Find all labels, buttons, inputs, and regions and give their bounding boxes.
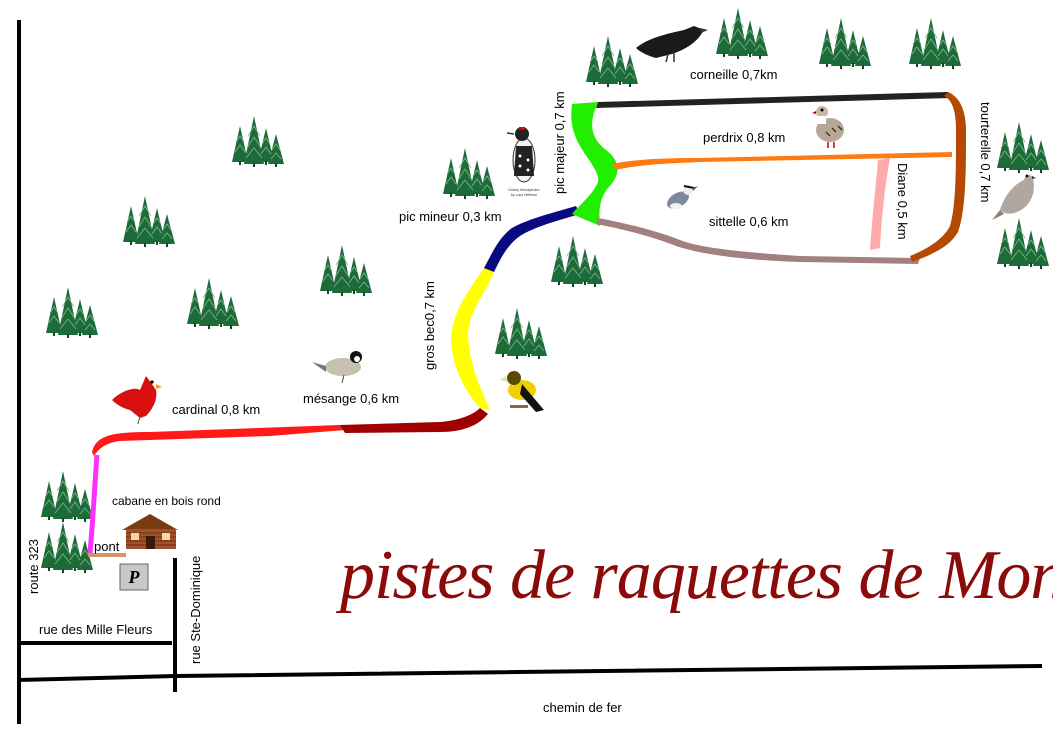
trail-gros-bec[interactable] bbox=[451, 268, 494, 410]
label-tourterelle: tourterelle 0,7 km bbox=[978, 102, 993, 202]
trail-mesange[interactable] bbox=[340, 408, 488, 433]
label-diane: Diane 0,5 km bbox=[895, 163, 910, 240]
trail-cardinal[interactable] bbox=[92, 425, 345, 456]
woodpecker-icon: Downy Woodpecker by Lucy Helfman bbox=[500, 118, 548, 198]
label-ste-dominique: rue Ste-Dominique bbox=[188, 556, 203, 664]
dove-icon bbox=[992, 174, 1036, 220]
label-railway: chemin de fer bbox=[543, 700, 622, 715]
trail-diane[interactable] bbox=[870, 158, 890, 250]
label-corneille: corneille 0,7km bbox=[690, 67, 777, 82]
trail-pic-majeur[interactable] bbox=[571, 102, 618, 226]
svg-text:P: P bbox=[128, 567, 141, 587]
roads bbox=[16, 20, 1043, 724]
label-gros-bec: gros bec0,7 km bbox=[422, 281, 437, 370]
label-perdrix: perdrix 0,8 km bbox=[703, 130, 785, 145]
label-bridge: pont bbox=[94, 539, 120, 554]
label-pic-mineur: pic mineur 0,3 km bbox=[399, 209, 502, 224]
label-route-323: route 323 bbox=[26, 539, 41, 594]
partridge-icon bbox=[812, 106, 844, 148]
chickadee-icon bbox=[312, 351, 362, 384]
bridge bbox=[88, 553, 126, 557]
svg-text:by Lucy Helfman: by Lucy Helfman bbox=[511, 193, 537, 197]
cabin-icon bbox=[122, 514, 178, 549]
cardinal-icon bbox=[112, 376, 162, 425]
trail-tourterelle[interactable] bbox=[910, 92, 966, 262]
parking-sign[interactable]: P bbox=[119, 563, 149, 591]
label-sittelle: sittelle 0,6 km bbox=[709, 214, 788, 229]
grosbeak-icon bbox=[500, 371, 544, 412]
railway-road bbox=[16, 663, 1043, 683]
trails bbox=[87, 92, 966, 554]
trail-sittelle[interactable] bbox=[596, 218, 920, 264]
label-mesange: mésange 0,6 km bbox=[303, 391, 399, 406]
svg-text:Downy Woodpecker: Downy Woodpecker bbox=[508, 188, 540, 192]
trail-perdrix[interactable] bbox=[612, 152, 952, 170]
trail-pic-mineur[interactable] bbox=[484, 206, 580, 272]
label-cabin: cabane en bois rond bbox=[112, 494, 221, 508]
nuthatch-icon bbox=[667, 185, 698, 209]
crow-icon bbox=[636, 26, 708, 63]
tree-cluster-icon bbox=[40, 7, 1050, 574]
label-pic-majeur: pic majeur 0,7 km bbox=[552, 91, 567, 194]
label-mille-fleurs: rue des Mille Fleurs bbox=[39, 622, 153, 637]
label-cardinal: cardinal 0,8 km bbox=[172, 402, 260, 417]
map-title: pistes de raquettes de Montebello bbox=[335, 537, 1053, 614]
trail-corneille[interactable] bbox=[596, 92, 950, 108]
